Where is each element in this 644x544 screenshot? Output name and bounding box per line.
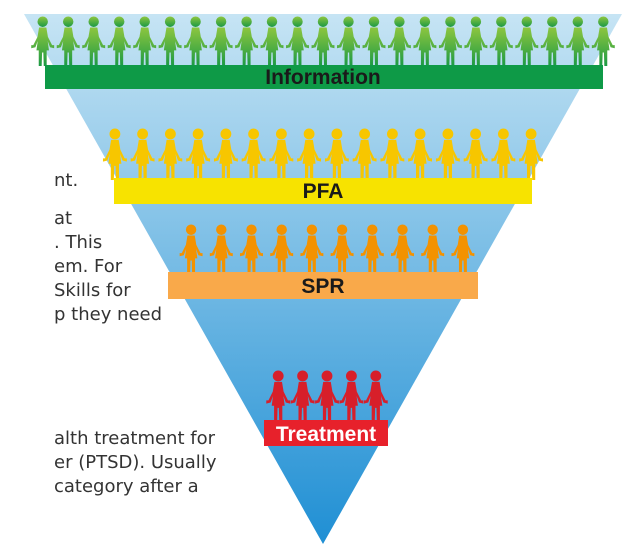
band-treatment <box>264 420 388 446</box>
text-line-6: p they need <box>54 304 163 325</box>
band-pfa <box>114 178 532 204</box>
text-line-3: . This <box>54 232 103 253</box>
level-label-information: Information <box>265 66 381 89</box>
band-information <box>45 65 603 89</box>
level-label-pfa: PFA <box>303 180 344 203</box>
text-line-2: at <box>54 208 73 229</box>
text-line-7: alth treatment for <box>54 428 215 449</box>
level-label-spr: SPR <box>301 275 344 298</box>
text-line-4: em. For <box>54 256 123 277</box>
band-spr <box>168 272 478 299</box>
level-label-treatment: Treatment <box>276 423 376 446</box>
text-line-1: nt. <box>54 170 79 191</box>
text-line-9: category after a <box>54 476 199 497</box>
text-line-8: er (PTSD). Usually <box>54 452 217 473</box>
text-line-5: Skills for <box>54 280 131 301</box>
